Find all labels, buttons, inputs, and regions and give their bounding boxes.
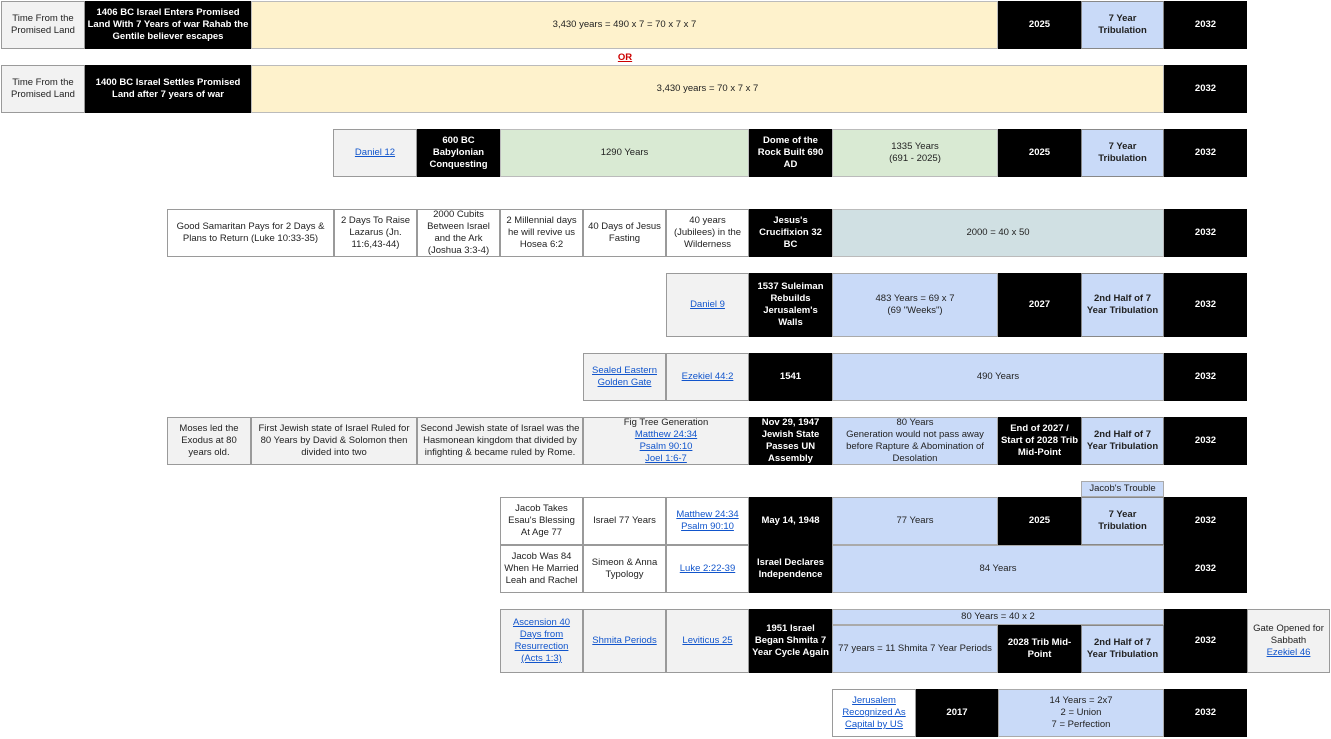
- row10-gate: Gate Opened for Sabbath Ezekiel 46: [1247, 609, 1330, 673]
- row1-label: Time From the Promised Land: [1, 1, 85, 49]
- row10-ascension-link[interactable]: Ascension 40 Days from Resurrection (Act…: [500, 609, 583, 673]
- row3-span-1290: 1290 Years: [500, 129, 749, 177]
- row8-jacob: Jacob Takes Esau's Blessing At Age 77: [500, 497, 583, 545]
- row8-span: 77 Years: [832, 497, 998, 545]
- row5-span: 483 Years = 69 x 7(69 "Weeks"): [832, 273, 998, 337]
- row9-span: 84 Years: [832, 545, 1164, 593]
- row10-event: 1951 Israel Began Shmita 7 Year Cycle Ag…: [749, 609, 832, 673]
- row3-tribulation: 7 Year Tribulation: [1081, 129, 1164, 177]
- row5-second-half: 2nd Half of 7 Year Tribulation: [1081, 273, 1164, 337]
- row9-luke-link[interactable]: Luke 2:22-39: [666, 545, 749, 593]
- row9-year-2032: 2032: [1164, 545, 1247, 593]
- row10-second-half: 2nd Half of 7 Year Tribulation: [1081, 625, 1164, 673]
- row9-event: Israel Declares Independence: [749, 545, 832, 593]
- row5-year-2027: 2027: [998, 273, 1081, 337]
- or-label[interactable]: OR: [617, 52, 633, 63]
- row11-year-2032: 2032: [1164, 689, 1247, 737]
- row4-year-2032: 2032: [1164, 209, 1247, 257]
- row7-event: Nov 29, 1947 Jewish State Passes UN Asse…: [749, 417, 832, 465]
- row7-year-2032: 2032: [1164, 417, 1247, 465]
- row6-span: 490 Years: [832, 353, 1164, 401]
- row10-leviticus-link[interactable]: Leviticus 25: [666, 609, 749, 673]
- row5-year-2032: 2032: [1164, 273, 1247, 337]
- row2-event: 1400 BC Israel Settles Promised Land aft…: [85, 65, 251, 113]
- row3-event: 600 BC Babylonian Conquesting: [417, 129, 500, 177]
- row8-tribulation: 7 Year Tribulation: [1081, 497, 1164, 545]
- row8-israel77: Israel 77 Years: [583, 497, 666, 545]
- row4-millennial: 2 Millennial days he will revive us Hose…: [500, 209, 583, 257]
- row8-links: Matthew 24:34 Psalm 90:10: [666, 497, 749, 545]
- row7-fig-tree: Fig Tree Generation Matthew 24:34 Psalm …: [583, 417, 749, 465]
- ezekiel-46-link[interactable]: Ezekiel 46: [1266, 647, 1311, 658]
- row7-midpoint: End of 2027 / Start of 2028 Trib Mid-Poi…: [998, 417, 1081, 465]
- row11-jerusalem-link[interactable]: Jerusalem Recognized As Capital by US: [832, 689, 916, 737]
- row1-year-2025: 2025: [998, 1, 1081, 49]
- row4-crucifixion: Jesus's Crucifixion 32 BC: [749, 209, 832, 257]
- row4-span: 2000 = 40 x 50: [832, 209, 1164, 257]
- row6-year-2032: 2032: [1164, 353, 1247, 401]
- row8-event: May 14, 1948: [749, 497, 832, 545]
- row2-label: Time From the Promised Land: [1, 65, 85, 113]
- row1-year-2032: 2032: [1164, 1, 1247, 49]
- row5-daniel9-link[interactable]: Daniel 9: [666, 273, 749, 337]
- row4-fasting: 40 Days of Jesus Fasting: [583, 209, 666, 257]
- row10-midpoint: 2028 Trib Mid-Point: [998, 625, 1081, 673]
- row9-jacob: Jacob Was 84 When He Married Leah and Ra…: [500, 545, 583, 593]
- row10-top-span: 80 Years = 40 x 2: [832, 609, 1164, 625]
- joel-1-6-7-link[interactable]: Joel 1:6-7: [645, 453, 687, 464]
- matthew-24-34-link[interactable]: Matthew 24:34: [676, 509, 739, 520]
- row1-span: 3,430 years = 490 x 7 = 70 x 7 x 7: [251, 1, 998, 49]
- row10-year-2032: 2032: [1164, 609, 1247, 673]
- row11-year-2017: 2017: [916, 689, 998, 737]
- psalm-90-10-link[interactable]: Psalm 90:10: [639, 441, 693, 452]
- row2-span: 3,430 years = 70 x 7 x 7: [251, 65, 1164, 113]
- row7-second-half: 2nd Half of 7 Year Tribulation: [1081, 417, 1164, 465]
- row4-cubits: 2000 Cubits Between Israel and the Ark (…: [417, 209, 500, 257]
- matthew-24-34-link[interactable]: Matthew 24:34: [634, 429, 698, 440]
- psalm-90-10-link[interactable]: Psalm 90:10: [681, 521, 734, 532]
- row8-year-2025: 2025: [998, 497, 1081, 545]
- row7-first-state: First Jewish state of Israel Ruled for 8…: [251, 417, 417, 465]
- row8-year-2032: 2032: [1164, 497, 1247, 545]
- row6-ezekiel-link[interactable]: Ezekiel 44:2: [666, 353, 749, 401]
- row3-span-1335: 1335 Years(691 - 2025): [832, 129, 998, 177]
- row3-year-2032: 2032: [1164, 129, 1247, 177]
- row3-dome: Dome of the Rock Built 690 AD: [749, 129, 832, 177]
- row6-golden-gate-link[interactable]: Sealed Eastern Golden Gate: [583, 353, 666, 401]
- row4-wilderness: 40 years (Jubilees) in the Wilderness: [666, 209, 749, 257]
- row4-lazarus: 2 Days To Raise Lazarus (Jn. 11:6,43-44): [334, 209, 417, 257]
- row7-moses: Moses led the Exodus at 80 years old.: [167, 417, 251, 465]
- row7-second-state: Second Jewish state of Israel was the Ha…: [417, 417, 583, 465]
- row10-shmita-link[interactable]: Shmita Periods: [583, 609, 666, 673]
- row5-event: 1537 Suleiman Rebuilds Jerusalem's Walls: [749, 273, 832, 337]
- jacobs-trouble-label: Jacob's Trouble: [1081, 481, 1164, 497]
- row3-year-2025: 2025: [998, 129, 1081, 177]
- row3-daniel12-link[interactable]: Daniel 12: [333, 129, 417, 177]
- row9-simeon: Simeon & Anna Typology: [583, 545, 666, 593]
- row2-year-2032: 2032: [1164, 65, 1247, 113]
- row1-event: 1406 BC Israel Enters Promised Land With…: [85, 1, 251, 49]
- row1-tribulation: 7 Year Tribulation: [1081, 1, 1164, 49]
- row6-event: 1541: [749, 353, 832, 401]
- row10-span: 77 years = 11 Shmita 7 Year Periods: [832, 625, 998, 673]
- row4-samaritan: Good Samaritan Pays for 2 Days & Plans t…: [167, 209, 334, 257]
